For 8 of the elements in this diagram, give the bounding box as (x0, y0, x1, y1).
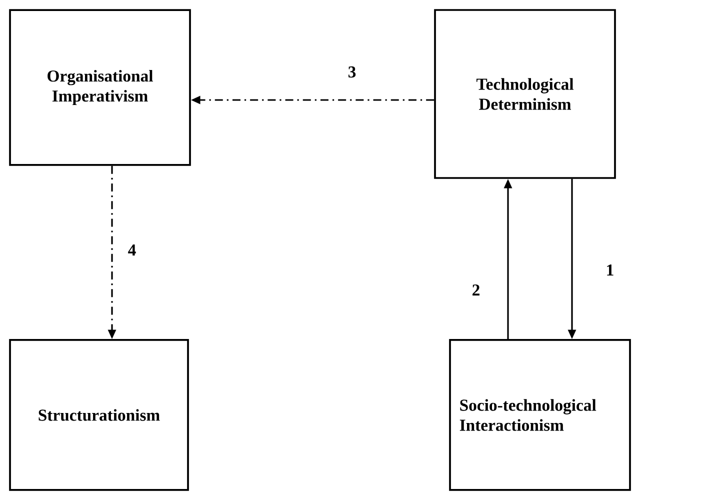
concept-box: Organisational Imperativism (9, 9, 191, 166)
edge-label: 4 (128, 244, 136, 256)
concept-box: Socio-technological Interactionism (449, 339, 631, 491)
edge-label: 2 (472, 284, 480, 296)
edge-label: 1 (607, 264, 614, 276)
concept-box: Technological Determinism (434, 9, 616, 179)
concept-box: Structurationism (9, 339, 189, 491)
edge-label: 3 (348, 66, 356, 78)
